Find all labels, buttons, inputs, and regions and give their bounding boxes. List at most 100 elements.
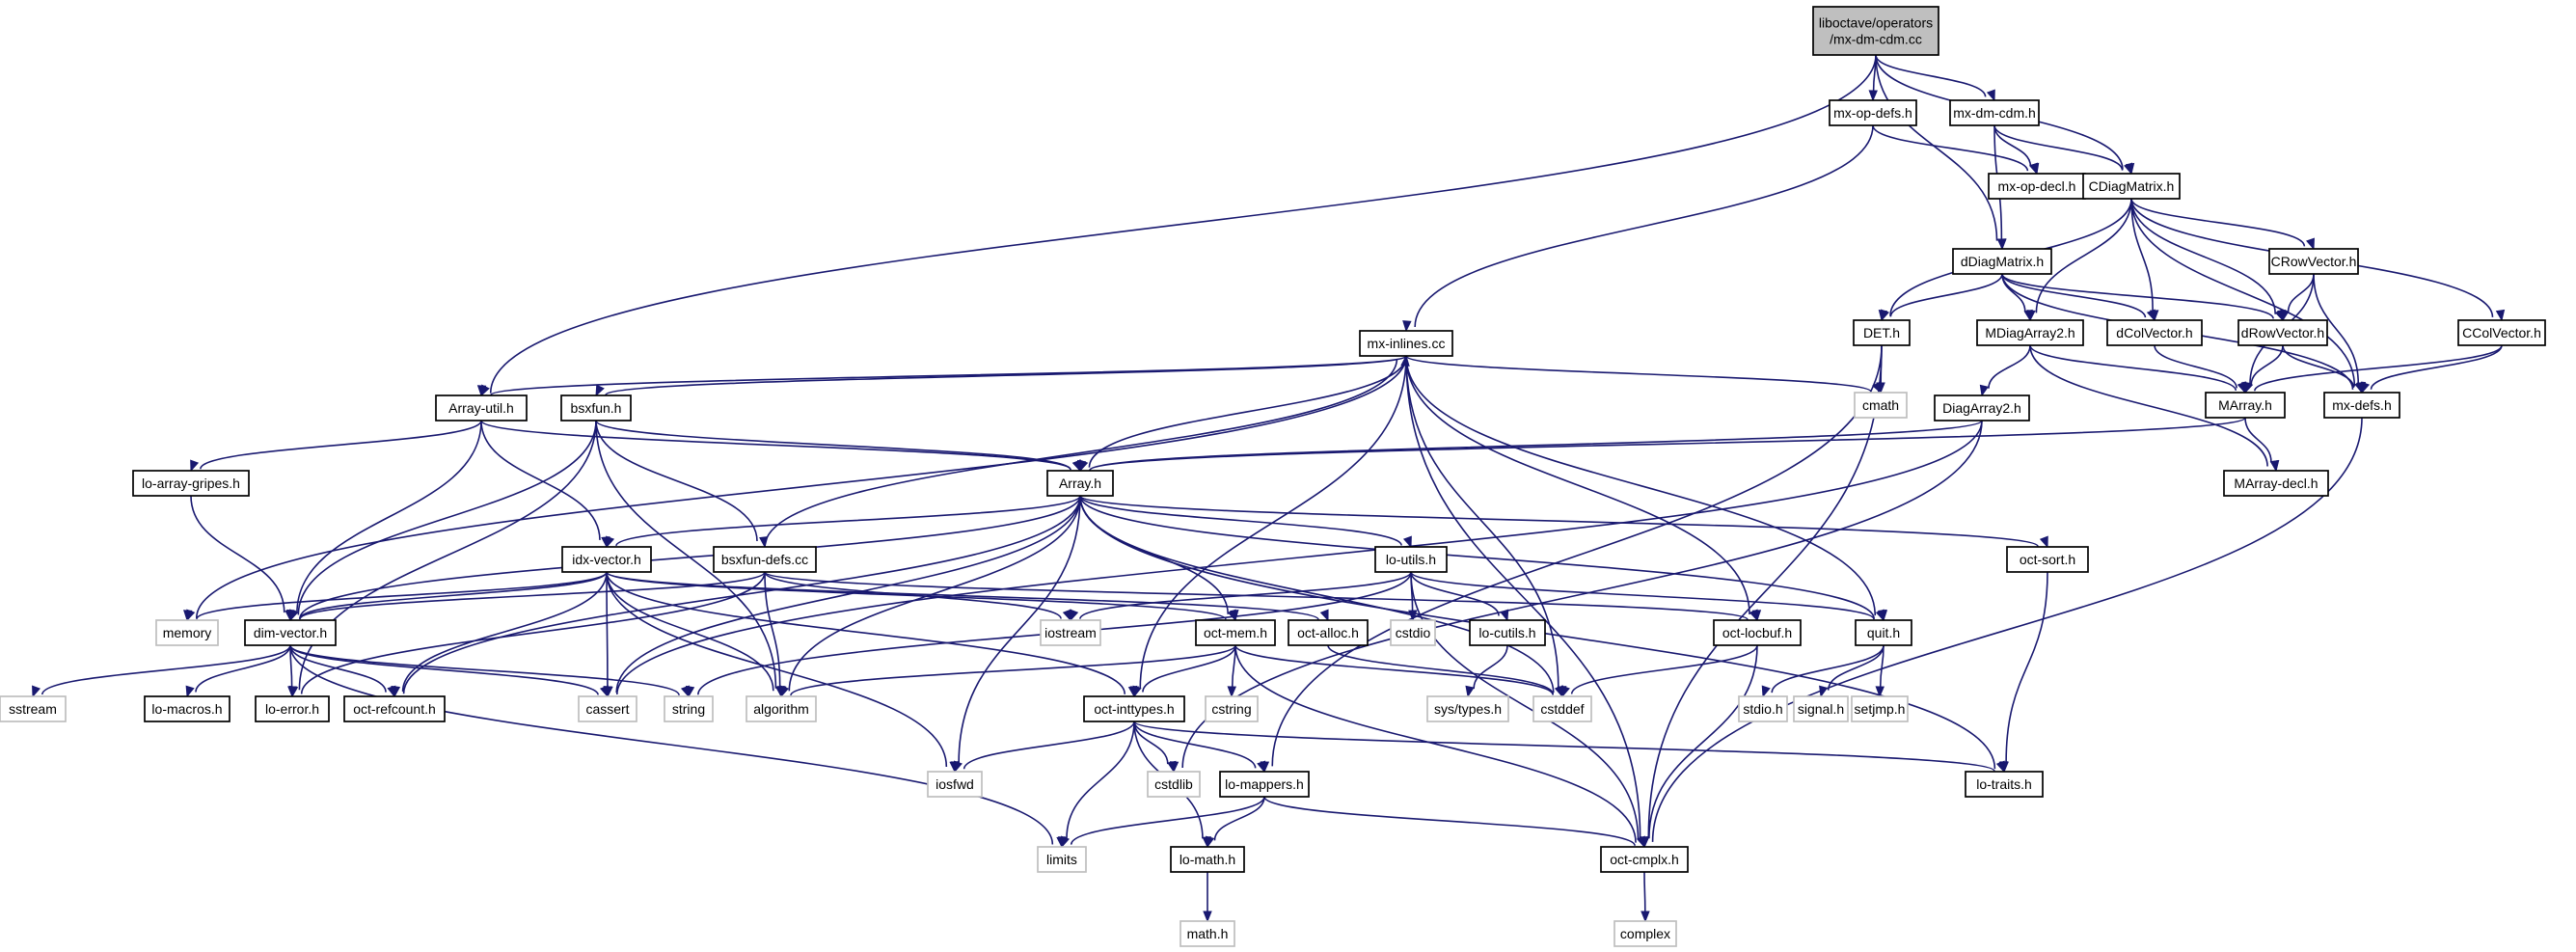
edge-root-to-mxdmcdm [1875, 54, 1995, 102]
edge-line [2130, 198, 2154, 312]
node-dcolvec[interactable]: dColVector.h [2106, 319, 2203, 346]
node-box [1040, 619, 1101, 646]
edge-drowvec-to-marray [2242, 344, 2284, 394]
node-label: dim-vector.h [254, 625, 327, 640]
edge-arrowhead [2354, 381, 2364, 394]
node-octcmplx[interactable]: oct-cmplx.h [1600, 846, 1689, 873]
edge-line [764, 571, 1749, 621]
edge-arrowhead [32, 685, 41, 698]
edge-mxdmcdm-to-mxopdecl [1993, 124, 2040, 176]
node-box [1205, 695, 1259, 722]
node-mxopdefs[interactable]: mx-op-defs.h [1829, 99, 1917, 126]
node-mdiag2[interactable]: MDiagArray2.h [1976, 319, 2084, 346]
edge-line [1993, 124, 2032, 167]
edge-line [1405, 355, 1872, 393]
node-label: cstdio [1396, 625, 1431, 640]
node-cdiag[interactable]: CDiagMatrix.h [2082, 173, 2181, 200]
edge-line [296, 420, 482, 613]
edge-line [401, 571, 608, 692]
node-locutils[interactable]: lo-cutils.h [1469, 619, 1546, 646]
node-marraydecl[interactable]: MArray-decl.h [2223, 470, 2329, 497]
edge-arrowhead [1868, 90, 1878, 102]
edge-arrowhead [680, 685, 690, 698]
node-loutils[interactable]: lo-utils.h [1374, 546, 1448, 573]
edge-arrowhead [480, 384, 490, 397]
edge-line [595, 420, 758, 542]
node-mxdmcdm[interactable]: mx-dm-cdm.h [1949, 99, 2040, 126]
node-box [343, 695, 446, 722]
nodes-layer: liboctave/operators/mx-dm-cdm.cc mx-op-de… [0, 6, 2546, 947]
edge-line [480, 420, 1071, 471]
edge-arrowhead [2242, 381, 2252, 394]
node-box [2223, 470, 2329, 497]
edge-diagarr2-to-array [1079, 420, 1983, 473]
node-root[interactable]: liboctave/operators/mx-dm-cdm.cc [1812, 6, 1939, 56]
node-box [132, 470, 250, 497]
node-octalloc[interactable]: oct-alloc.h [1288, 619, 1369, 646]
node-lomappers[interactable]: lo-mappers.h [1219, 771, 1310, 798]
edge-arrowhead [780, 685, 790, 698]
node-octsort[interactable]: oct-sort.h [2006, 546, 2089, 573]
node-octrefcount[interactable]: oct-refcount.h [343, 695, 446, 722]
node-bsxfundefs[interactable]: bsxfun-defs.cc [713, 546, 817, 573]
node-idxvec[interactable]: idx-vector.h [561, 546, 652, 573]
node-crowvec[interactable]: CRowVector.h [2268, 248, 2359, 275]
node-loerror[interactable]: lo-error.h [255, 695, 330, 722]
node-diagarr2[interactable]: DiagArray2.h [1934, 394, 2030, 422]
edge-ddiag-to-dcolvec [2001, 273, 2156, 322]
node-lomath[interactable]: lo-math.h [1170, 846, 1245, 873]
node-label: signal.h [1798, 701, 1844, 717]
node-octmem[interactable]: oct-mem.h [1195, 619, 1276, 646]
node-array[interactable]: Array.h [1046, 470, 1114, 497]
node-mxinlines[interactable]: mx-inlines.cc [1359, 330, 1453, 357]
node-det[interactable]: DET.h [1853, 319, 1911, 346]
node-label: cstring [1211, 701, 1251, 717]
edge-line [790, 644, 1236, 696]
edge-idxvec-to-cassert [603, 571, 612, 698]
node-bsxfun[interactable]: bsxfun.h [560, 394, 632, 422]
node-quit[interactable]: quit.h [1855, 619, 1912, 646]
node-cstring: cstring [1205, 695, 1259, 722]
node-box [1037, 846, 1087, 873]
edge-line [605, 355, 1407, 396]
edge-arrowhead [1132, 685, 1142, 698]
edge-arrowhead [1061, 835, 1070, 849]
node-label: quit.h [1867, 625, 1900, 640]
node-octlocbuf[interactable]: oct-locbuf.h [1713, 619, 1802, 646]
edge-line [1414, 124, 1874, 327]
node-dimvec[interactable]: dim-vector.h [244, 619, 337, 646]
node-octinttypes[interactable]: oct-inttypes.h [1083, 695, 1185, 722]
node-drowvec[interactable]: dRowVector.h [2237, 319, 2328, 346]
edge-arrowhead [1979, 384, 1990, 397]
edge-line [1079, 495, 1555, 694]
node-label: oct-refcount.h [353, 701, 436, 717]
edge-arrowhead [2023, 309, 2033, 322]
edge-arrowhead [1871, 381, 1882, 394]
node-loarraygripes[interactable]: lo-array-gripes.h [132, 470, 250, 497]
edge-arrowhead [190, 459, 200, 473]
edge-line [1405, 355, 1750, 614]
edge-mxinlines-to-octlocbuf [1405, 355, 1762, 622]
node-mxopdecl[interactable]: mx-op-decl.h [1988, 173, 2086, 200]
node-lotraits[interactable]: lo-traits.h [1965, 771, 2044, 798]
node-ddiag[interactable]: dDiagMatrix.h [1952, 248, 2052, 275]
edge-arrowhead [1995, 760, 2005, 774]
edge-line [2029, 344, 2268, 467]
edge-line [196, 571, 608, 620]
edge-line [595, 420, 1071, 471]
edge-mxopdefs-to-mxopdecl [1872, 124, 2038, 176]
node-arrayutil[interactable]: Array-util.h [435, 394, 528, 422]
node-box [2082, 173, 2181, 200]
edge-line [1079, 495, 1402, 546]
node-ccolvec[interactable]: CColVector.h [2457, 319, 2546, 346]
node-marray[interactable]: MArray.h [2205, 392, 2286, 419]
node-iosfwd: iosfwd [927, 771, 983, 798]
edge-line [1651, 417, 2363, 842]
edge-line [1647, 344, 1883, 838]
node-algorithm: algorithm [746, 695, 817, 722]
node-mxdefs[interactable]: mx-defs.h [2323, 392, 2400, 419]
edge-line [480, 420, 601, 540]
edge-line [1889, 273, 2003, 317]
node-lomacros[interactable]: lo-macros.h [144, 695, 230, 722]
edge-line [41, 644, 291, 695]
